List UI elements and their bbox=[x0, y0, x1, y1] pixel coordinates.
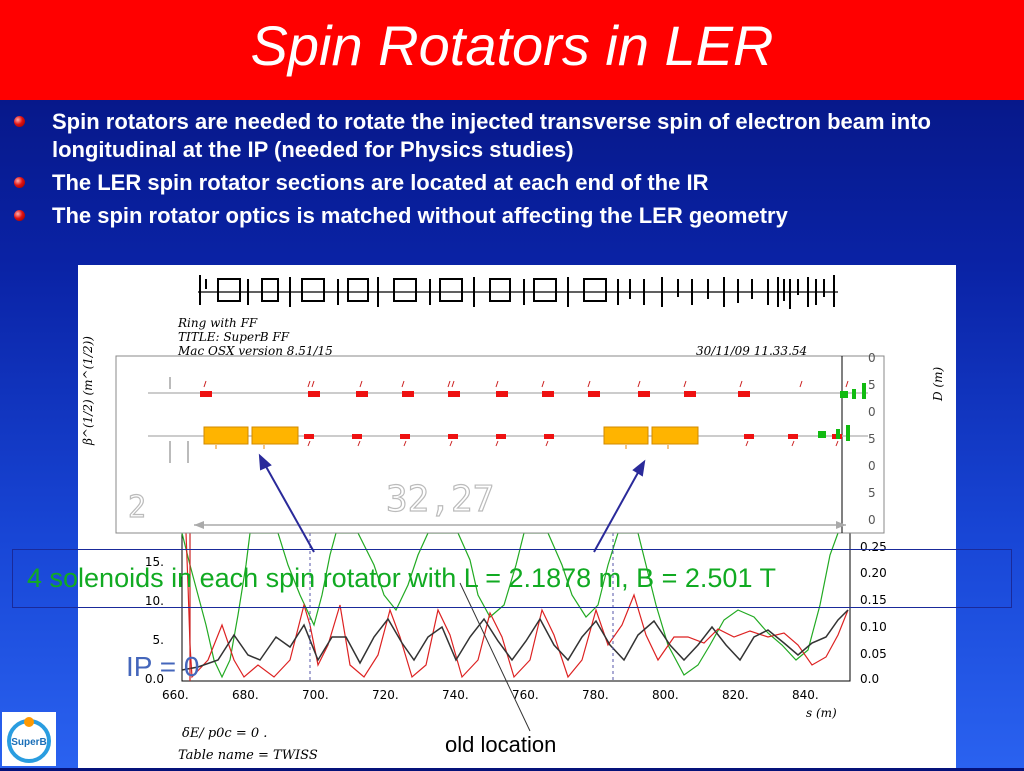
bullet-dot-icon bbox=[14, 116, 25, 127]
lattice-strip bbox=[198, 275, 838, 309]
arrow-right-head bbox=[632, 459, 646, 477]
y-right-tick-label: 0.20 bbox=[860, 566, 887, 580]
dispersion-curve bbox=[181, 609, 849, 671]
arrow-right bbox=[593, 468, 641, 553]
upper-green-elements bbox=[840, 383, 866, 399]
bullet-dot-icon bbox=[14, 210, 25, 221]
y-right-tick-label: 0.0 bbox=[860, 672, 879, 686]
inset-dimension-side: 2 bbox=[128, 490, 146, 525]
x-tick-label: 680. bbox=[232, 688, 259, 702]
x-tick-label: 660. bbox=[162, 688, 189, 702]
slide-title: Spin Rotators in LER bbox=[250, 14, 774, 77]
x-tick-label: 820. bbox=[722, 688, 749, 702]
inset-tick-label: 0 bbox=[868, 459, 876, 473]
y-left-tick-label: 10. bbox=[145, 594, 164, 608]
beta-y-curve bbox=[185, 532, 849, 679]
solenoid-annotation: 4 solenoids in each spin rotator with L … bbox=[12, 549, 1012, 608]
optics-plot-svg: Ring with FF TITLE: SuperB FF Mac OSX ve… bbox=[81, 275, 945, 763]
arrow-left bbox=[263, 462, 315, 553]
inset-right-ticks: 0 5 0 5 0 5 0 bbox=[868, 351, 876, 527]
y-left-tick-label: 0.0 bbox=[145, 672, 164, 686]
inset-tick-label: 0 bbox=[868, 513, 876, 527]
bullet-text: Spin rotators are needed to rotate the i… bbox=[52, 109, 931, 162]
inset-tick-label: 0 bbox=[868, 405, 876, 419]
bullet-text: The LER spin rotator sections are locate… bbox=[52, 170, 709, 195]
y-right-tick-label: 0.15 bbox=[860, 593, 887, 607]
inset-tick-label: 5 bbox=[868, 378, 876, 392]
inset-panel: 0 5 0 5 0 5 0 bbox=[115, 351, 885, 534]
solenoid-arrows bbox=[258, 453, 646, 553]
arrow-left-head bbox=[258, 453, 272, 471]
y-right-tick-label: 0.25 bbox=[860, 540, 887, 554]
upper-tick-marks bbox=[203, 380, 849, 388]
bullet-list: Spin rotators are needed to rotate the i… bbox=[14, 108, 1014, 235]
inset-tick-label: 0 bbox=[868, 351, 876, 365]
inset-tick-label: 5 bbox=[868, 486, 876, 500]
x-tick-label: 760. bbox=[512, 688, 539, 702]
inset-tick-label: 5 bbox=[868, 432, 876, 446]
x-tick-label: 780. bbox=[582, 688, 609, 702]
lower-tick-marks bbox=[215, 445, 669, 449]
y-right-tick-label: 0.05 bbox=[860, 647, 887, 661]
bullet-text: The spin rotator optics is matched witho… bbox=[52, 203, 788, 228]
superb-logo: SuperB bbox=[2, 712, 56, 766]
old-location-label: old location bbox=[445, 732, 556, 757]
y-left-tick-label: 15. bbox=[145, 555, 164, 569]
bullet-item: The LER spin rotator sections are locate… bbox=[14, 169, 1014, 197]
y-left-tick-label: 5. bbox=[153, 633, 164, 647]
footer-table: Table name = TWISS bbox=[178, 748, 318, 763]
x-tick-label: 740. bbox=[442, 688, 469, 702]
x-tick-label: 720. bbox=[372, 688, 399, 702]
inset-dimension-value: 32,27 bbox=[386, 479, 494, 520]
x-tick-labels: 660. 680. 700. 720. 740. 760. 780. 800. … bbox=[162, 688, 819, 702]
y-left-axis-label: β^(1/2) (m^(1/2)) bbox=[81, 336, 95, 446]
bullet-item: The spin rotator optics is matched witho… bbox=[14, 202, 1014, 230]
solenoid-blocks bbox=[203, 426, 699, 445]
ip-label: IP = 0 bbox=[126, 651, 199, 682]
bullet-item: Spin rotators are needed to rotate the i… bbox=[14, 108, 1014, 164]
y-right-axis-label: D (m) bbox=[931, 367, 945, 402]
optics-plot: Ring with FF TITLE: SuperB FF Mac OSX ve… bbox=[78, 265, 956, 768]
footer-delta: δE/ p0c = 0 . bbox=[182, 726, 267, 741]
x-tick-label: 840. bbox=[792, 688, 819, 702]
y-left-tick-labels: 0.0 5. 10. 15. bbox=[145, 555, 164, 686]
x-axis-label: s (m) bbox=[806, 706, 837, 720]
plot-header-line-3: Mac OSX version 8.51/15 bbox=[177, 344, 333, 358]
upper-quads bbox=[200, 391, 750, 397]
x-tick-label: 800. bbox=[652, 688, 679, 702]
lower-green-elements bbox=[818, 425, 850, 441]
y-right-tick-labels: 0.0 0.05 0.10 0.15 0.20 0.25 bbox=[860, 540, 887, 686]
plot-header-line-1: Ring with FF bbox=[177, 316, 258, 330]
logo-text: SuperB bbox=[11, 737, 47, 748]
title-bar: Spin Rotators in LER bbox=[0, 0, 1024, 100]
y-right-tick-label: 0.10 bbox=[860, 620, 887, 634]
x-tick-label: 700. bbox=[302, 688, 329, 702]
plot-header-line-2: TITLE: SuperB FF bbox=[178, 330, 290, 344]
bullet-dot-icon bbox=[14, 177, 25, 188]
plot-datetime: 30/11/09 11.33.54 bbox=[696, 344, 807, 358]
